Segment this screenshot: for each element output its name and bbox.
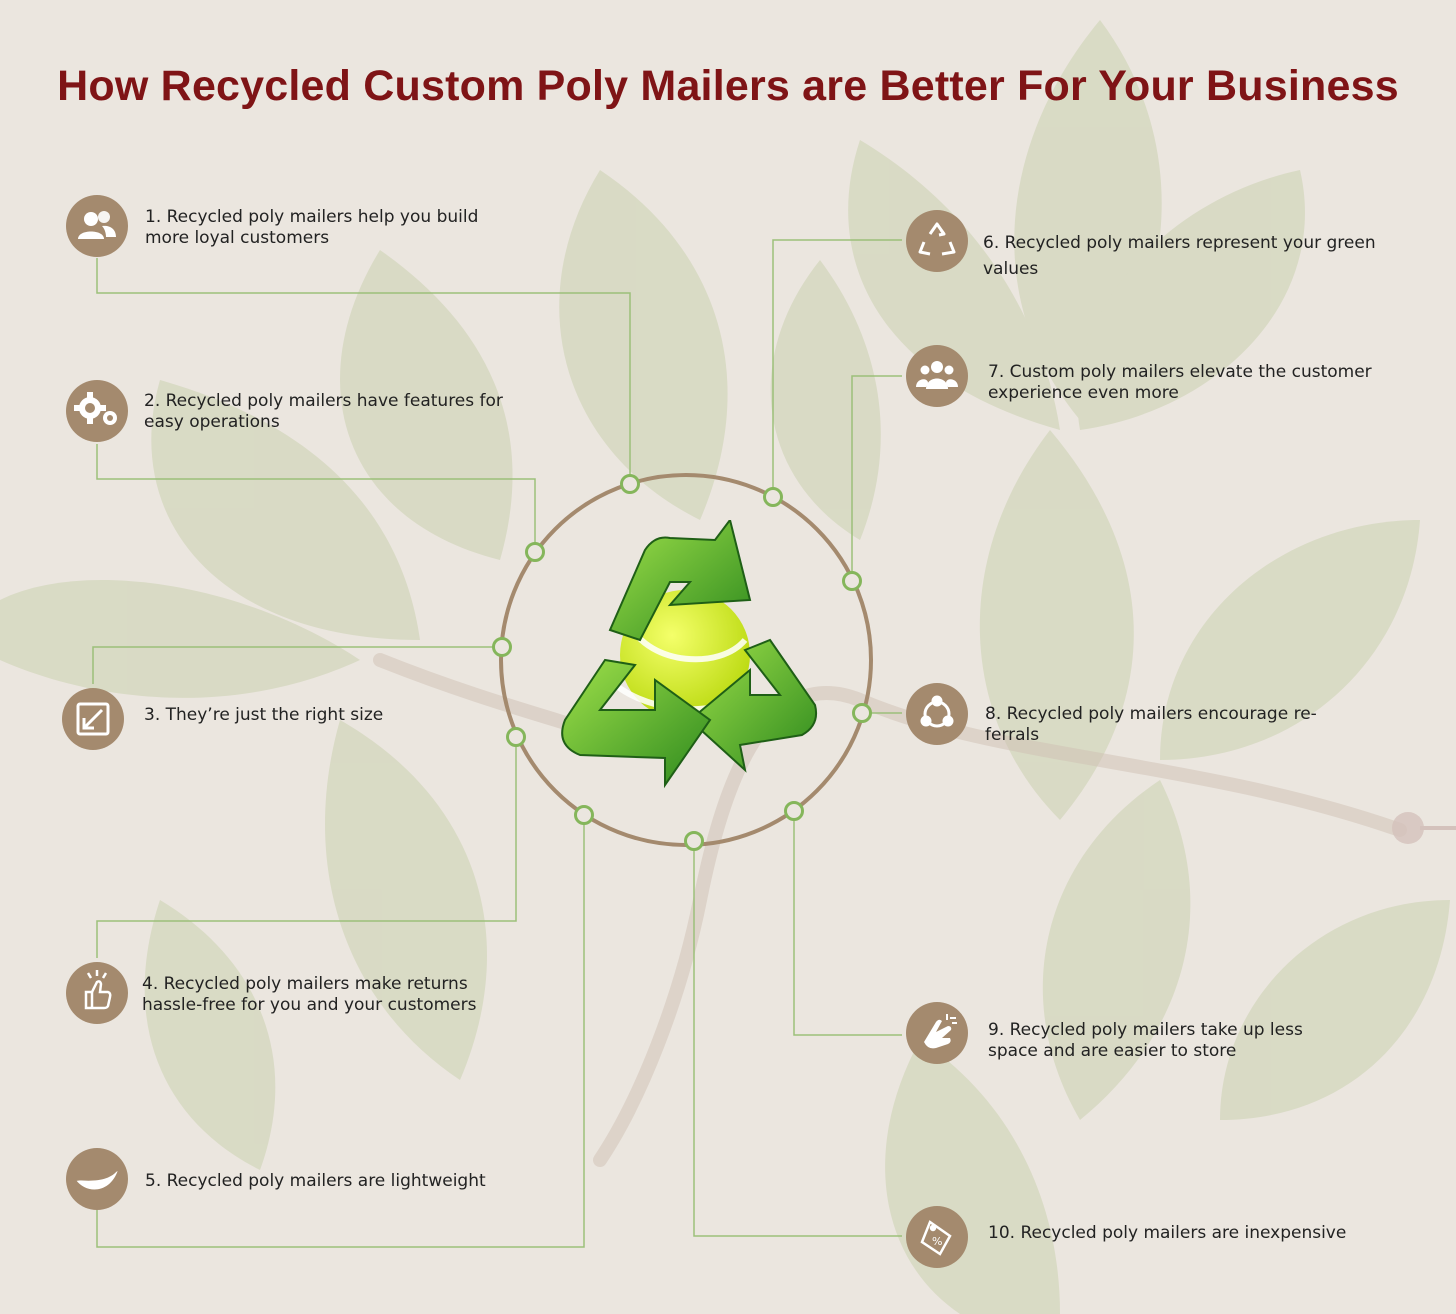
item-7-text: 7. Custom poly mailers elevate the custo… — [988, 362, 1372, 403]
connector-10 — [693, 850, 902, 1237]
node-8 — [852, 703, 872, 723]
connector-6 — [772, 239, 902, 489]
thumbs-up-icon — [66, 962, 128, 1024]
node-4 — [506, 727, 526, 747]
node-10 — [684, 831, 704, 851]
connector-9 — [793, 820, 902, 1036]
connector-5 — [96, 824, 585, 1248]
connector-2 — [96, 444, 536, 544]
item-2-text: 2. Recycled poly mailers have features f… — [144, 391, 503, 432]
network-icon — [906, 683, 968, 745]
item-1-text: 1. Recycled poly mailers help you build … — [145, 207, 479, 248]
item-8-text: 8. Recycled poly mailers encourage re-fe… — [985, 704, 1317, 745]
users-icon — [66, 195, 128, 257]
node-3 — [492, 637, 512, 657]
feather-icon — [66, 1148, 128, 1210]
item-6-text: 6. Recycled poly mailers represent your … — [983, 233, 1376, 279]
hand-icon — [906, 1002, 968, 1064]
item-9-text: 9. Recycled poly mailers take up less sp… — [988, 1020, 1303, 1061]
svg-text:%: % — [932, 1235, 942, 1248]
item-10-text: 10. Recycled poly mailers are inexpensiv… — [988, 1223, 1347, 1243]
recycle-ball-icon — [561, 520, 818, 789]
item-5-text: 5. Recycled poly mailers are lightweight — [145, 1171, 486, 1191]
connector-1 — [96, 258, 631, 476]
recycle-icon — [906, 210, 968, 272]
node-6 — [763, 487, 783, 507]
node-1 — [620, 474, 640, 494]
price-tag-icon: % — [906, 1206, 968, 1268]
node-5 — [574, 805, 594, 825]
connector-7 — [851, 375, 902, 572]
node-7 — [842, 571, 862, 591]
gears-icon — [66, 380, 128, 442]
connector-4 — [96, 745, 517, 958]
page-title: How Recycled Custom Poly Mailers are Bet… — [57, 62, 1399, 110]
node-2 — [525, 542, 545, 562]
item-3-text: 3. They’re just the right size — [144, 705, 384, 725]
group-icon — [906, 345, 968, 407]
resize-icon — [62, 688, 124, 750]
connector-3 — [92, 646, 494, 684]
item-4-text: 4. Recycled poly mailers make returns ha… — [142, 974, 477, 1015]
node-9 — [784, 801, 804, 821]
